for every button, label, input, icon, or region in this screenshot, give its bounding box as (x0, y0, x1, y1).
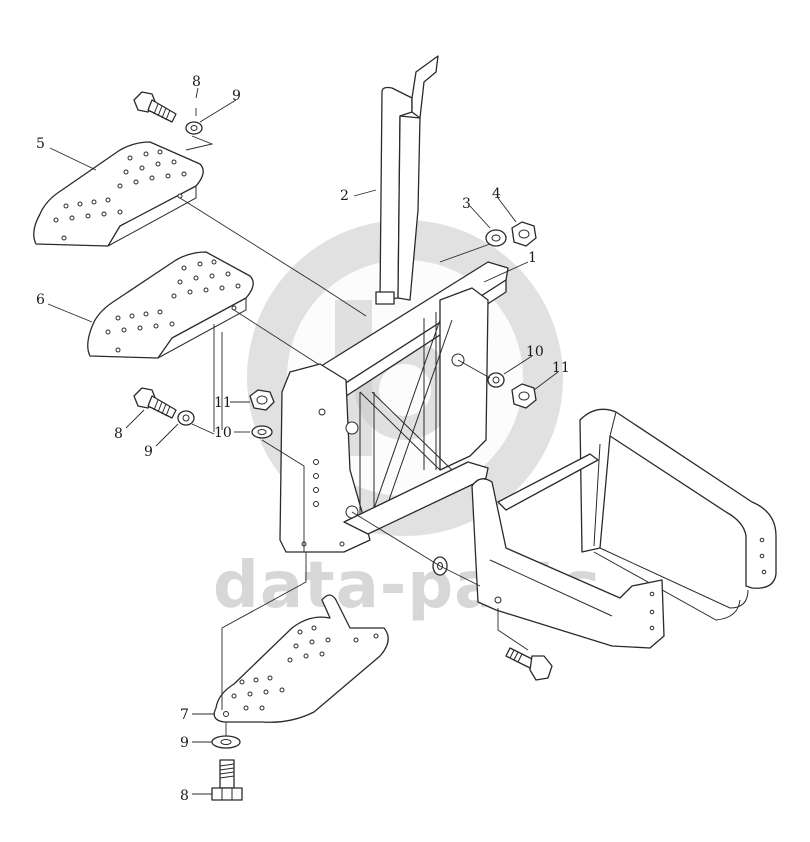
callout-8-bottom: 8 (180, 788, 189, 804)
callout-8-middle: 8 (114, 426, 123, 442)
callout-4: 4 (492, 186, 501, 202)
part-7-foot-plate (213, 594, 389, 723)
callout-11-left: 11 (214, 395, 232, 411)
callout-10-left: 10 (214, 425, 232, 441)
callout-8-top: 8 (192, 74, 201, 90)
bolt-8-bottom (211, 759, 243, 801)
callout-5: 5 (36, 136, 45, 152)
callout-7: 7 (180, 707, 189, 723)
nut-11-left (249, 389, 275, 411)
washer-9-middle (177, 410, 195, 426)
bolt-8-middle (133, 387, 177, 419)
callout-9-bottom: 9 (180, 735, 189, 751)
nut-4 (511, 221, 537, 247)
callout-6: 6 (36, 292, 45, 308)
leader-lines (47, 87, 559, 795)
callout-2: 2 (340, 188, 349, 204)
nut-11-right (511, 383, 537, 409)
callout-1: 1 (528, 250, 537, 266)
washer-9-top (185, 121, 203, 135)
plate-7-holes (223, 625, 379, 717)
part-5-foot-pedal (33, 141, 204, 247)
callout-3: 3 (462, 196, 471, 212)
callout-9-middle: 9 (144, 444, 153, 460)
callout-9-top: 9 (232, 88, 241, 104)
washer-10-left (251, 425, 273, 439)
callout-11-right: 11 (552, 360, 570, 376)
part-2-lever-plate (375, 55, 439, 305)
right-frame-assembly (471, 408, 777, 649)
part-6-foot-pedal (87, 251, 254, 359)
washer-10-right (487, 372, 505, 388)
bolt-8-top (133, 91, 177, 123)
part-1-frame-bracket (279, 261, 509, 553)
washer-3 (485, 229, 507, 247)
callout-10-right: 10 (526, 344, 544, 360)
bolt-lower-right (505, 647, 553, 681)
callout-labels: 1 2 3 4 5 6 7 8 8 8 9 9 9 10 10 11 11 (36, 74, 570, 804)
pedal-6-holes (105, 259, 241, 353)
washer-9-bottom (211, 735, 241, 749)
